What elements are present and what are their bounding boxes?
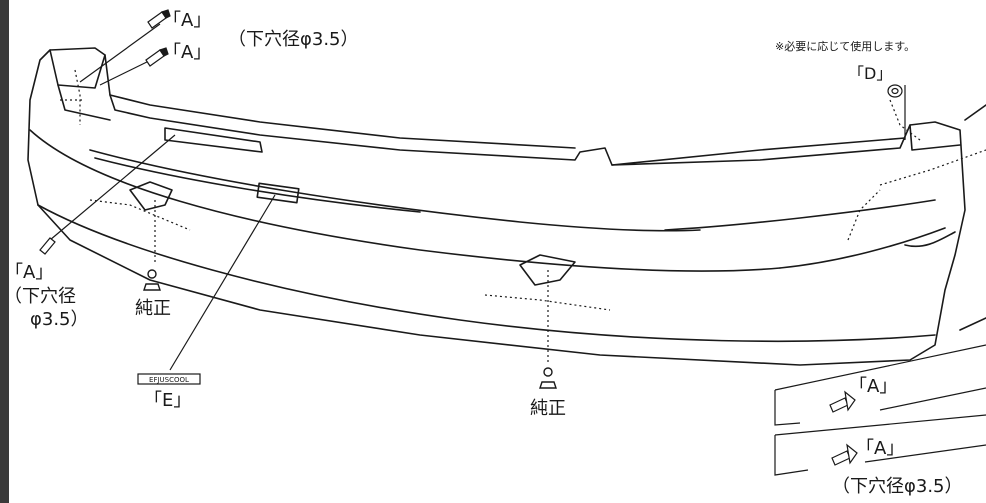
bumper-mid-crease [29,129,781,272]
label-junsei-center: 純正 [530,398,566,419]
bumper-outline [27,47,966,366]
screw-icon-top2 [145,47,169,67]
leader-a-left [49,134,176,241]
bumper-upper-crease [89,149,701,232]
screw-icon-top1 [147,9,171,29]
clip-icon-center [539,367,557,389]
bumper-lower-edge [37,204,936,343]
screw-icon-right2 [831,443,858,466]
screw-icon-right1 [829,390,856,413]
screw-icon-left [39,237,56,255]
side-panel [964,104,986,121]
label-a-right2: 「A」 [856,438,905,459]
bumper-top-rim [109,94,576,149]
label-hole-left-1: （下穴径 [4,286,76,307]
label-hole-bottom-right: （下穴径φ3.5） [832,476,963,497]
label-e: 「E」 [144,390,192,411]
leader-a-top2 [99,57,156,86]
label-d: 「D」 [848,64,893,83]
right-mount-tab [909,124,961,151]
washer-icon [887,84,903,98]
bumper-top-rim-right [611,137,906,166]
label-a-right1: 「A」 [849,376,898,397]
left-mount-tab [49,49,106,89]
emblem-recess [256,182,300,204]
label-hole-left-2: φ3.5） [30,309,89,330]
leader-e [169,194,276,371]
label-a-top1: 「A」 [163,10,212,31]
svg-text:EFJUSCOOL: EFJUSCOOL [149,376,189,384]
leader-a-top1 [79,23,161,83]
label-junsei-left: 純正 [135,298,171,319]
note-optional: ※必要に応じて使用します。 [775,40,916,53]
left-edge-bar [0,0,9,503]
emblem-e-icon: EFJUSCOOL [137,373,201,385]
plate-bracket [164,127,263,153]
clip-icon-left [143,269,161,291]
label-hole-top: （下穴径φ3.5） [228,29,359,50]
inset-panel-2 [774,414,986,436]
label-a-top2: 「A」 [163,42,212,63]
label-a-left: 「A」 [5,262,54,283]
inset-panel-1 [774,344,986,391]
